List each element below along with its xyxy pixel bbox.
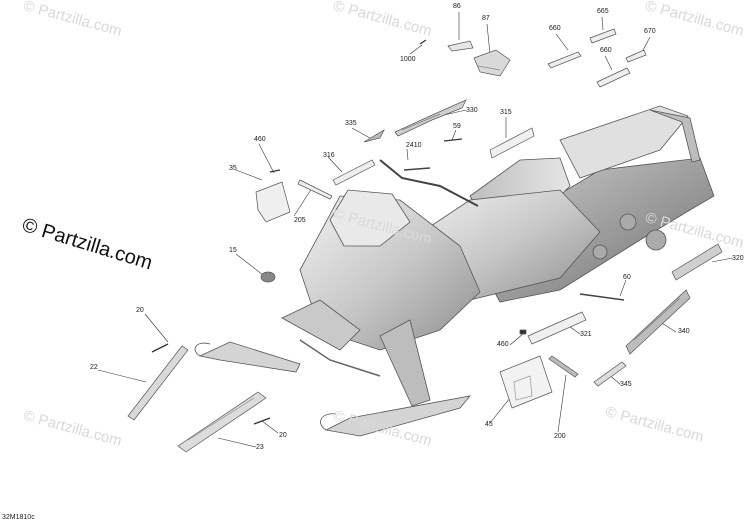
callout-20-lower: 20 (279, 432, 287, 439)
callout-335: 335 (345, 120, 357, 127)
callout-15: 15 (229, 247, 237, 254)
leader-lines (97, 12, 733, 448)
callout-320: 320 (732, 255, 744, 262)
decal-parts (127, 28, 723, 453)
callout-23: 23 (256, 444, 264, 451)
callout-460: 460 (254, 136, 266, 143)
diagram-code: 32M1810c (2, 514, 35, 521)
callout-200: 200 (554, 433, 566, 440)
callout-330: 330 (466, 107, 478, 114)
callout-665: 665 (597, 8, 609, 15)
callout-60: 60 (623, 274, 631, 281)
callout-35: 35 (229, 165, 237, 172)
callout-22: 22 (90, 364, 98, 371)
callout-87: 87 (482, 15, 490, 22)
callout-315: 315 (500, 109, 512, 116)
callout-321: 321 (580, 331, 592, 338)
callout-316: 316 (323, 152, 335, 159)
callout-1000: 1000 (400, 56, 416, 63)
callout-660-lower: 660 (600, 47, 612, 54)
callout-20: 20 (136, 307, 144, 314)
callout-670: 670 (644, 28, 656, 35)
callout-340: 340 (678, 328, 690, 335)
callout-59: 59 (453, 123, 461, 130)
callout-460-lower: 460 (497, 341, 509, 348)
callout-45: 45 (485, 421, 493, 428)
snowmobile (194, 105, 715, 437)
callout-2410: 2410 (406, 142, 422, 149)
callout-205: 205 (294, 217, 306, 224)
callout-345: 345 (620, 381, 632, 388)
callout-86: 86 (453, 3, 461, 10)
callout-660: 660 (549, 25, 561, 32)
